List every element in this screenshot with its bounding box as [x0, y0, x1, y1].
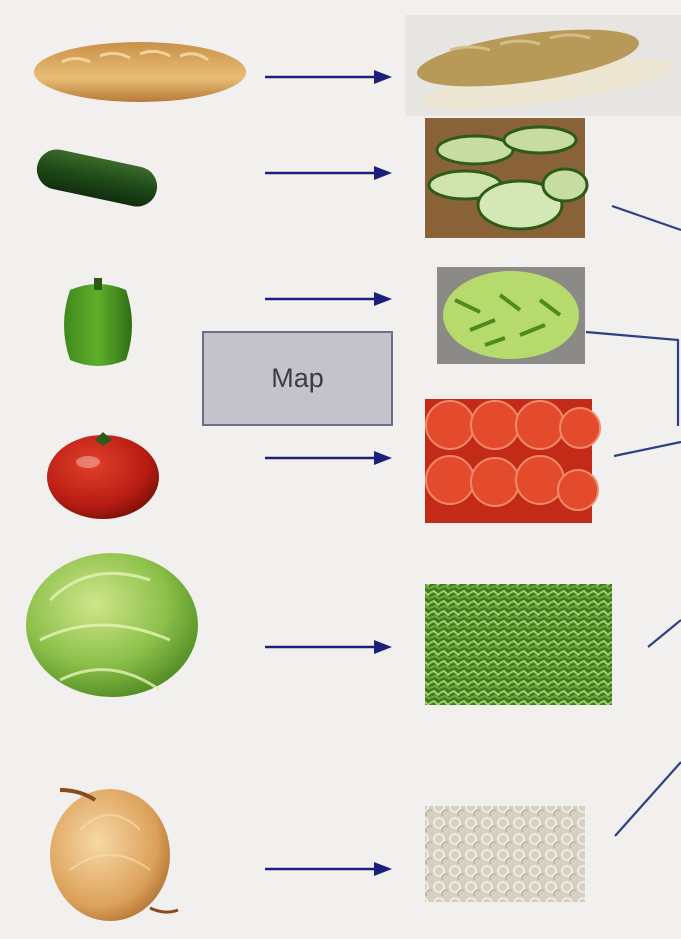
onion-image: [50, 788, 179, 921]
shredded-lettuce-image: [425, 584, 612, 705]
map-box: Map: [202, 331, 393, 426]
connector-lettuce: [647, 619, 681, 648]
arrow-bread: [265, 70, 392, 84]
connector-onion: [614, 761, 681, 837]
sliced-bread-image: [405, 15, 681, 116]
arrow-cucumber: [265, 166, 392, 180]
sliced-cucumber-image: [425, 118, 589, 238]
sliced-tomato-image: [425, 399, 601, 523]
reduce-connectors: [585, 204, 681, 837]
tomato-image: [47, 432, 159, 519]
chopped-pepper-image: [437, 267, 585, 364]
sliced-onion-image: [425, 806, 585, 902]
bread-loaf-image: [34, 42, 246, 102]
arrow-lettuce: [265, 640, 392, 654]
arrow-tomato: [265, 451, 392, 465]
arrow-onion: [265, 862, 392, 876]
connector-pepper: [585, 330, 680, 426]
cucumber-image: [36, 149, 158, 207]
lettuce-image: [26, 553, 198, 697]
green-pepper-image: [64, 278, 132, 366]
connector-tomato: [613, 440, 681, 458]
arrow-pepper: [265, 292, 392, 306]
connector-cucumber: [611, 204, 681, 232]
map-label: Map: [271, 363, 324, 393]
